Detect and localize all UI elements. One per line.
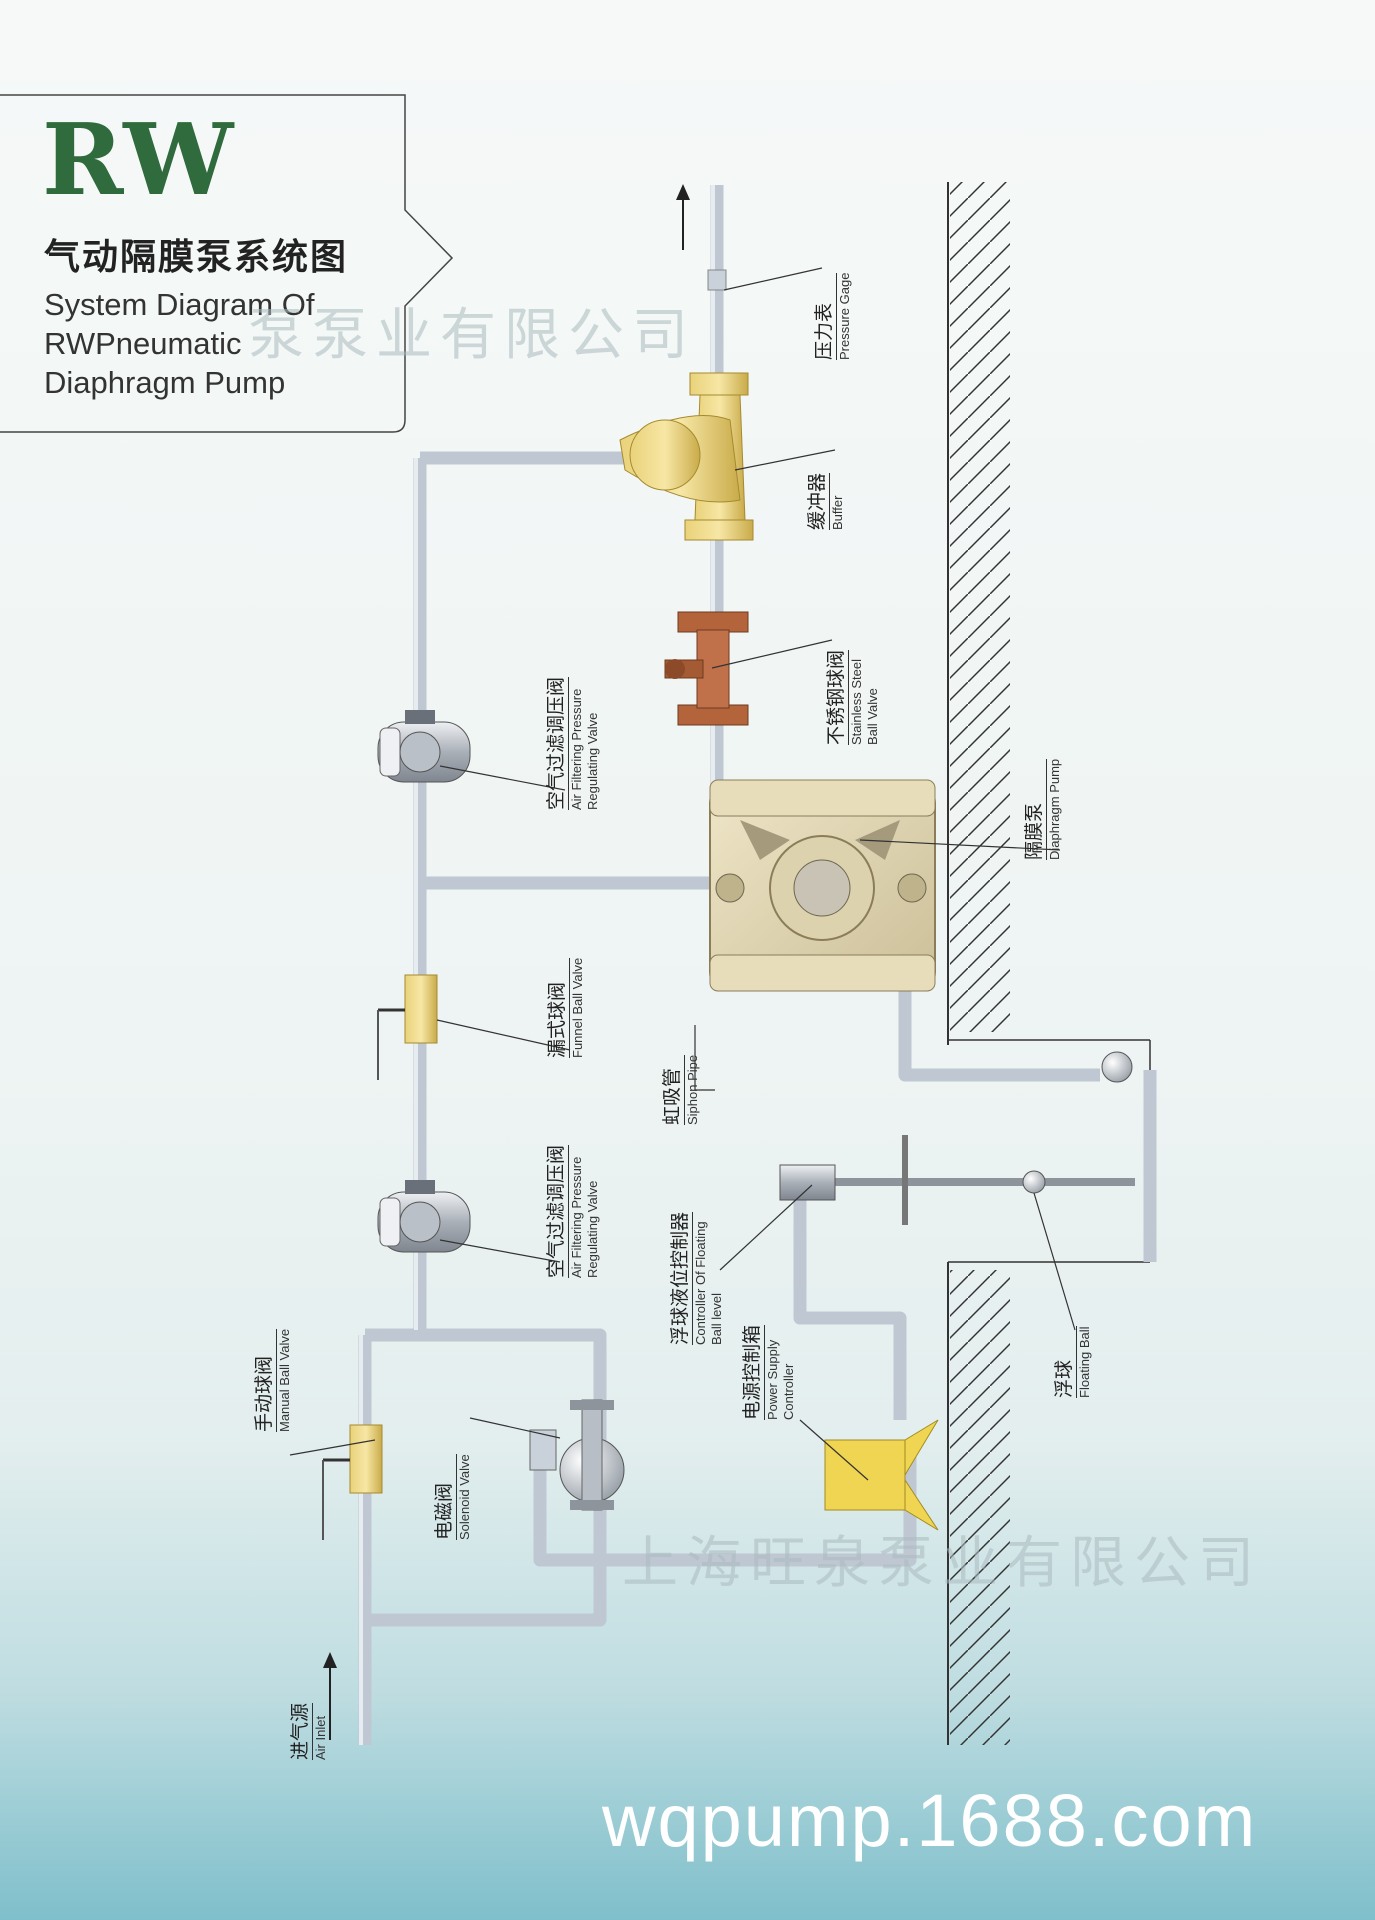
buffer-icon xyxy=(619,372,754,541)
stainless-ball-valve-icon xyxy=(664,611,749,726)
label-air-filter-lower: 空气过滤调压阀 Air Filtering Pressure Regulatin… xyxy=(544,1144,600,1278)
label-float-controller: 浮球液位控制器 Controller Of Floating Ball leve… xyxy=(668,1211,724,1345)
watermark-top: 泵泵业有限公司 xyxy=(248,303,696,368)
label-funnel-ball-valve: 漏式球阀 Funnel Ball Valve xyxy=(545,957,585,1058)
arrow-air-inlet-icon xyxy=(323,1652,337,1740)
manual-ball-valve-icon xyxy=(322,1424,383,1540)
label-siphon-pipe: 虹吸管 Siphon Pipe xyxy=(660,1054,700,1125)
watermark-bottom: 上海旺泉泵业有限公司 xyxy=(622,1531,1262,1596)
floating-ball-controller-icon xyxy=(779,1135,1135,1225)
title-english: System Diagram Of RWPneumatic Diaphragm … xyxy=(44,287,315,400)
label-manual-ball-valve: 手动球阀 Manual Ball Valve xyxy=(252,1328,292,1432)
arrow-outlet-icon xyxy=(676,184,690,250)
funnel-ball-valve-icon xyxy=(377,974,438,1080)
power-supply-controller-icon xyxy=(824,1419,939,1531)
leader-lines xyxy=(289,267,1076,1481)
diaphragm-pump-icon xyxy=(709,779,936,992)
label-solenoid-valve: 电磁阀 Solenoid Valve xyxy=(432,1454,472,1540)
website-url: wqpump.1688.com xyxy=(602,1779,1258,1862)
label-air-filter-upper: 空气过滤调压阀 Air Filtering Pressure Regulatin… xyxy=(544,676,600,810)
air-filter-regulator-lower-icon xyxy=(377,1180,471,1253)
label-pressure-gage: 压力表 Pressure Gage xyxy=(812,272,852,360)
label-diaphragm-pump: 隔膜泵 Diaphragm Pump xyxy=(1022,758,1062,860)
air-filter-regulator-upper-icon xyxy=(377,710,471,783)
siphon-float-ball-icon xyxy=(1101,1051,1133,1083)
solenoid-valve-icon xyxy=(529,1399,625,1511)
label-stainless-ball-valve: 不锈钢球阀 Stainless Steel Ball Valve xyxy=(824,649,880,745)
pressure-gage-fitting xyxy=(707,269,727,291)
label-buffer: 缓冲器 Buffer xyxy=(805,472,845,530)
label-power-controller: 电源控制箱 Power Supply Controller xyxy=(740,1324,796,1420)
title-chinese: 气动隔膜泵系统图 xyxy=(44,237,349,278)
brand-logo: RW xyxy=(42,103,236,218)
label-air-inlet: 进气源 Air Inlet xyxy=(288,1702,328,1760)
wall-hatching xyxy=(947,182,1151,1745)
title-callout-frame xyxy=(0,94,454,433)
label-floating-ball: 浮球 Floating Ball xyxy=(1052,1326,1092,1398)
